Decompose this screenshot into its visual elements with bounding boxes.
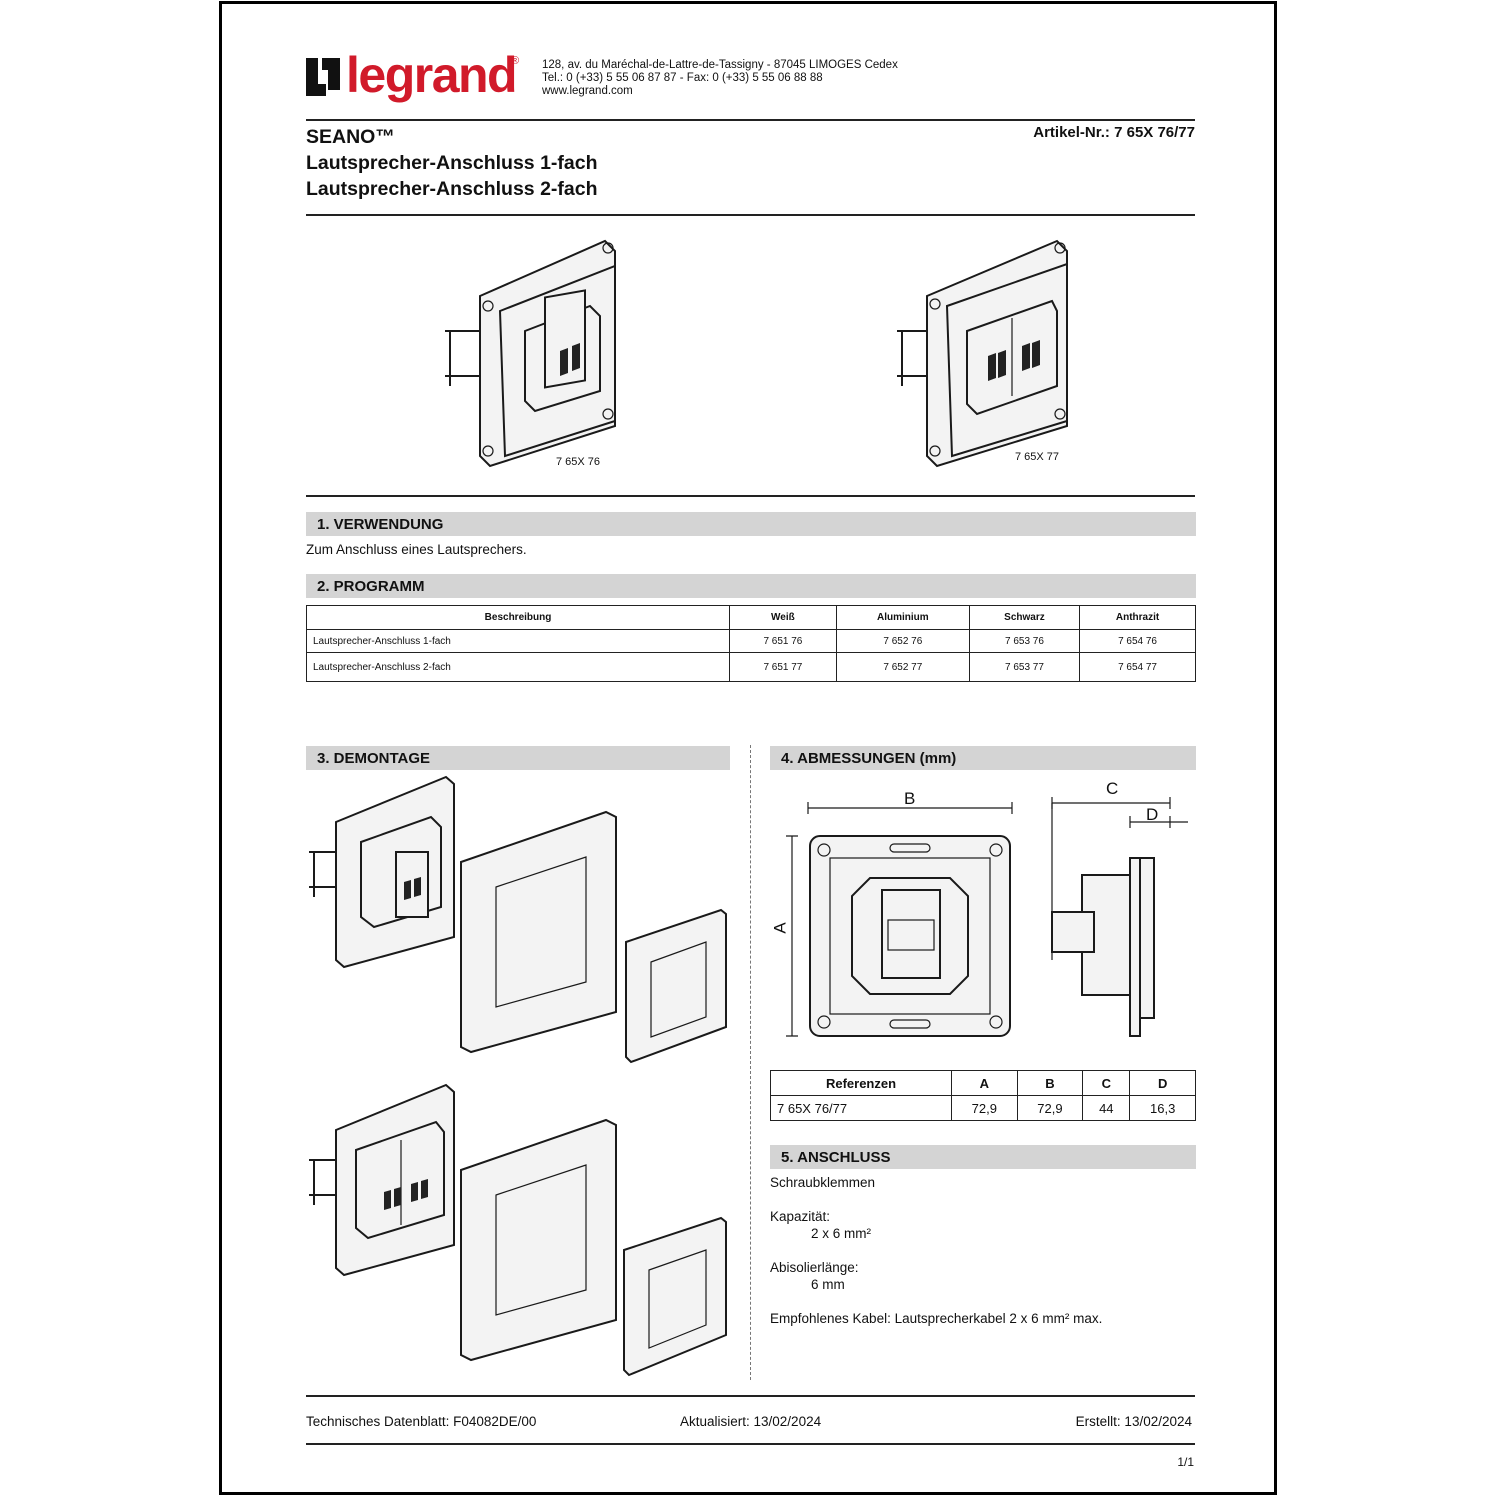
caption-double: 7 65X 77 (1015, 451, 1060, 463)
table-header: Schwarz (968, 605, 1081, 630)
column-separator (750, 745, 751, 1380)
table-cell: Lautsprecher-Anschluss 1-fach (306, 629, 730, 653)
table-cell: 72,9 (951, 1095, 1018, 1121)
table-header: C (1082, 1070, 1131, 1096)
table-header: B (1016, 1070, 1084, 1096)
dimension-label-d: D (1146, 805, 1159, 824)
table-cell: 7 653 76 (968, 629, 1081, 653)
website-line: www.legrand.com (542, 85, 633, 97)
strip-length-label: Abisolierlänge: (770, 1260, 859, 1275)
article-number: Artikel-Nr.: 7 65X 76/77 (1033, 124, 1195, 141)
datasheet-number: Technisches Datenblatt: F04082DE/00 (306, 1414, 537, 1429)
legrand-logo-mark (306, 58, 340, 96)
series-name: SEANO™ (306, 126, 395, 148)
product-name-1: Lautsprecher-Anschluss 1-fach (306, 152, 598, 174)
table-header: Referenzen (770, 1070, 952, 1096)
table-header: D (1129, 1070, 1196, 1096)
created-date: Erstellt: 13/02/2024 (1075, 1414, 1192, 1429)
table-cell: Lautsprecher-Anschluss 2-fach (306, 652, 730, 682)
page-border (219, 1, 1277, 1495)
table-header: A (951, 1070, 1018, 1096)
dimension-label-b: B (904, 789, 916, 808)
product-image-double (897, 239, 1068, 468)
table-cell: 7 654 77 (1079, 652, 1196, 682)
use-text: Zum Anschluss eines Lautsprechers. (306, 542, 527, 557)
caption-single: 7 65X 76 (556, 456, 601, 468)
legrand-logo-text: legrand (346, 47, 518, 103)
table-header: Anthrazit (1079, 605, 1196, 630)
table-header: Beschreibung (306, 605, 730, 630)
footer-rule-bottom (306, 1443, 1195, 1445)
table-cell: 7 653 77 (968, 652, 1081, 682)
table-cell: 7 654 76 (1079, 629, 1196, 653)
page-number: 1/1 (1177, 1455, 1194, 1469)
dimensions-table: Referenzen A B C D 7 65X 76/77 72,9 72,9… (770, 1070, 1196, 1121)
table-cell: 7 65X 76/77 (770, 1095, 952, 1121)
table-cell: 44 (1082, 1095, 1131, 1121)
dismantling-image-double (309, 1083, 727, 1377)
section-header-program: 2. PROGRAMM (306, 574, 1196, 598)
table-row: Lautsprecher-Anschluss 1-fach 7 651 76 7… (306, 629, 1196, 653)
table-cell: 7 651 77 (729, 652, 837, 682)
footer-rule-top (306, 1395, 1195, 1397)
updated-date: Aktualisiert: 13/02/2024 (680, 1414, 822, 1429)
connection-type: Schraubklemmen (770, 1175, 876, 1190)
section-header-connection: 5. ANSCHLUSS (770, 1145, 1196, 1169)
table-header-row: Referenzen A B C D (770, 1070, 1196, 1096)
header-rule (306, 119, 1195, 121)
table-cell: 7 652 77 (835, 652, 970, 682)
dismantling-image-single (309, 775, 727, 1064)
table-cell: 72,9 (1016, 1095, 1084, 1121)
table-header: Aluminium (835, 605, 970, 630)
recommended-cable: Empfohlenes Kabel: Lautsprecherkabel 2 x… (770, 1311, 1103, 1326)
registered-mark: ® (511, 55, 520, 67)
images-rule (306, 495, 1195, 497)
table-cell: 7 651 76 (729, 629, 837, 653)
address-line: 128, av. du Maréchal-de-Lattre-de-Tassig… (542, 59, 898, 71)
table-row: Lautsprecher-Anschluss 2-fach 7 651 77 7… (306, 652, 1196, 682)
strip-length-value: 6 mm (811, 1277, 845, 1292)
table-cell: 16,3 (1129, 1095, 1196, 1121)
section-header-dimensions: 4. ABMESSUNGEN (mm) (770, 746, 1196, 770)
table-cell: 7 652 76 (835, 629, 970, 653)
program-table: Beschreibung Weiß Aluminium Schwarz Anth… (306, 605, 1196, 682)
dimension-label-a: A (770, 922, 790, 934)
dimension-label-c: C (1106, 779, 1119, 798)
capacity-label: Kapazität: (770, 1209, 831, 1224)
product-title: SEANO™ Lautsprecher-Anschluss 1-fach Lau… (306, 124, 598, 202)
capacity-value: 2 x 6 mm² (811, 1226, 872, 1241)
table-header-row: Beschreibung Weiß Aluminium Schwarz Anth… (306, 605, 1196, 630)
table-header: Weiß (729, 605, 837, 630)
product-name-2: Lautsprecher-Anschluss 2-fach (306, 178, 598, 200)
company-address: 128, av. du Maréchal-de-Lattre-de-Tassig… (542, 59, 898, 98)
dimension-drawing (786, 797, 1188, 1037)
product-image-single (445, 239, 616, 468)
phone-fax-line: Tel.: 0 (+33) 5 55 06 87 87 - Fax: 0 (+3… (542, 72, 823, 84)
section-header-dismantling: 3. DEMONTAGE (306, 746, 730, 770)
section-header-use: 1. VERWENDUNG (306, 512, 1196, 536)
table-row: 7 65X 76/77 72,9 72,9 44 16,3 (770, 1095, 1196, 1121)
title-rule (306, 214, 1195, 216)
